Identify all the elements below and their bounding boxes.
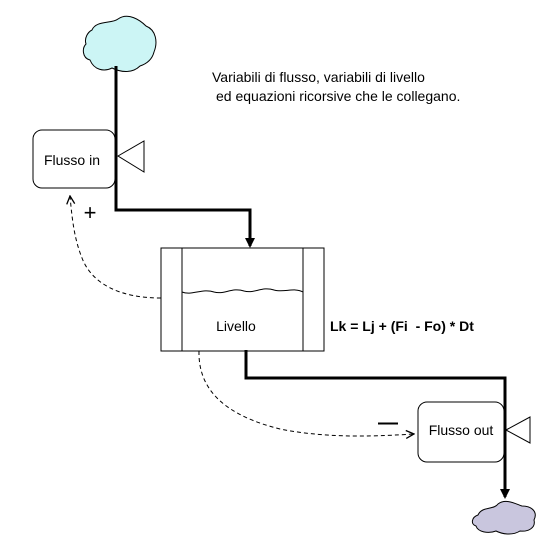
positive-sign: +: [84, 200, 97, 225]
outflow-pipe: [244, 350, 510, 499]
sink-cloud-icon: [471, 500, 536, 535]
caption-line-2: ed equazioni ricorsive che le collegano.: [216, 88, 461, 104]
flow-out-label: Flusso out: [429, 422, 494, 438]
diagram-caption: Variabili di flusso, variabili di livell…: [212, 68, 532, 106]
recursive-equation: Lk = Lj + (Fi - Fo) * Dt: [330, 318, 474, 334]
flow-in-box: [32, 129, 116, 189]
level-wave: [181, 288, 304, 294]
valve-triangle-icon: [504, 416, 531, 444]
valve-triangle-icon: [117, 140, 145, 173]
flow-out-box: [417, 401, 505, 463]
level-label: Livello: [216, 318, 256, 334]
feedback-to-outflow: [198, 350, 414, 436]
inflow-pipe: [114, 66, 255, 248]
flow-in-label: Flusso in: [44, 152, 100, 168]
caption-line-1: Variabili di flusso, variabili di livell…: [212, 69, 425, 85]
negative-sign: —: [378, 412, 398, 434]
feedback-to-inflow: [70, 196, 162, 299]
source-cloud-icon: [82, 15, 157, 72]
level-stock: [160, 247, 325, 352]
